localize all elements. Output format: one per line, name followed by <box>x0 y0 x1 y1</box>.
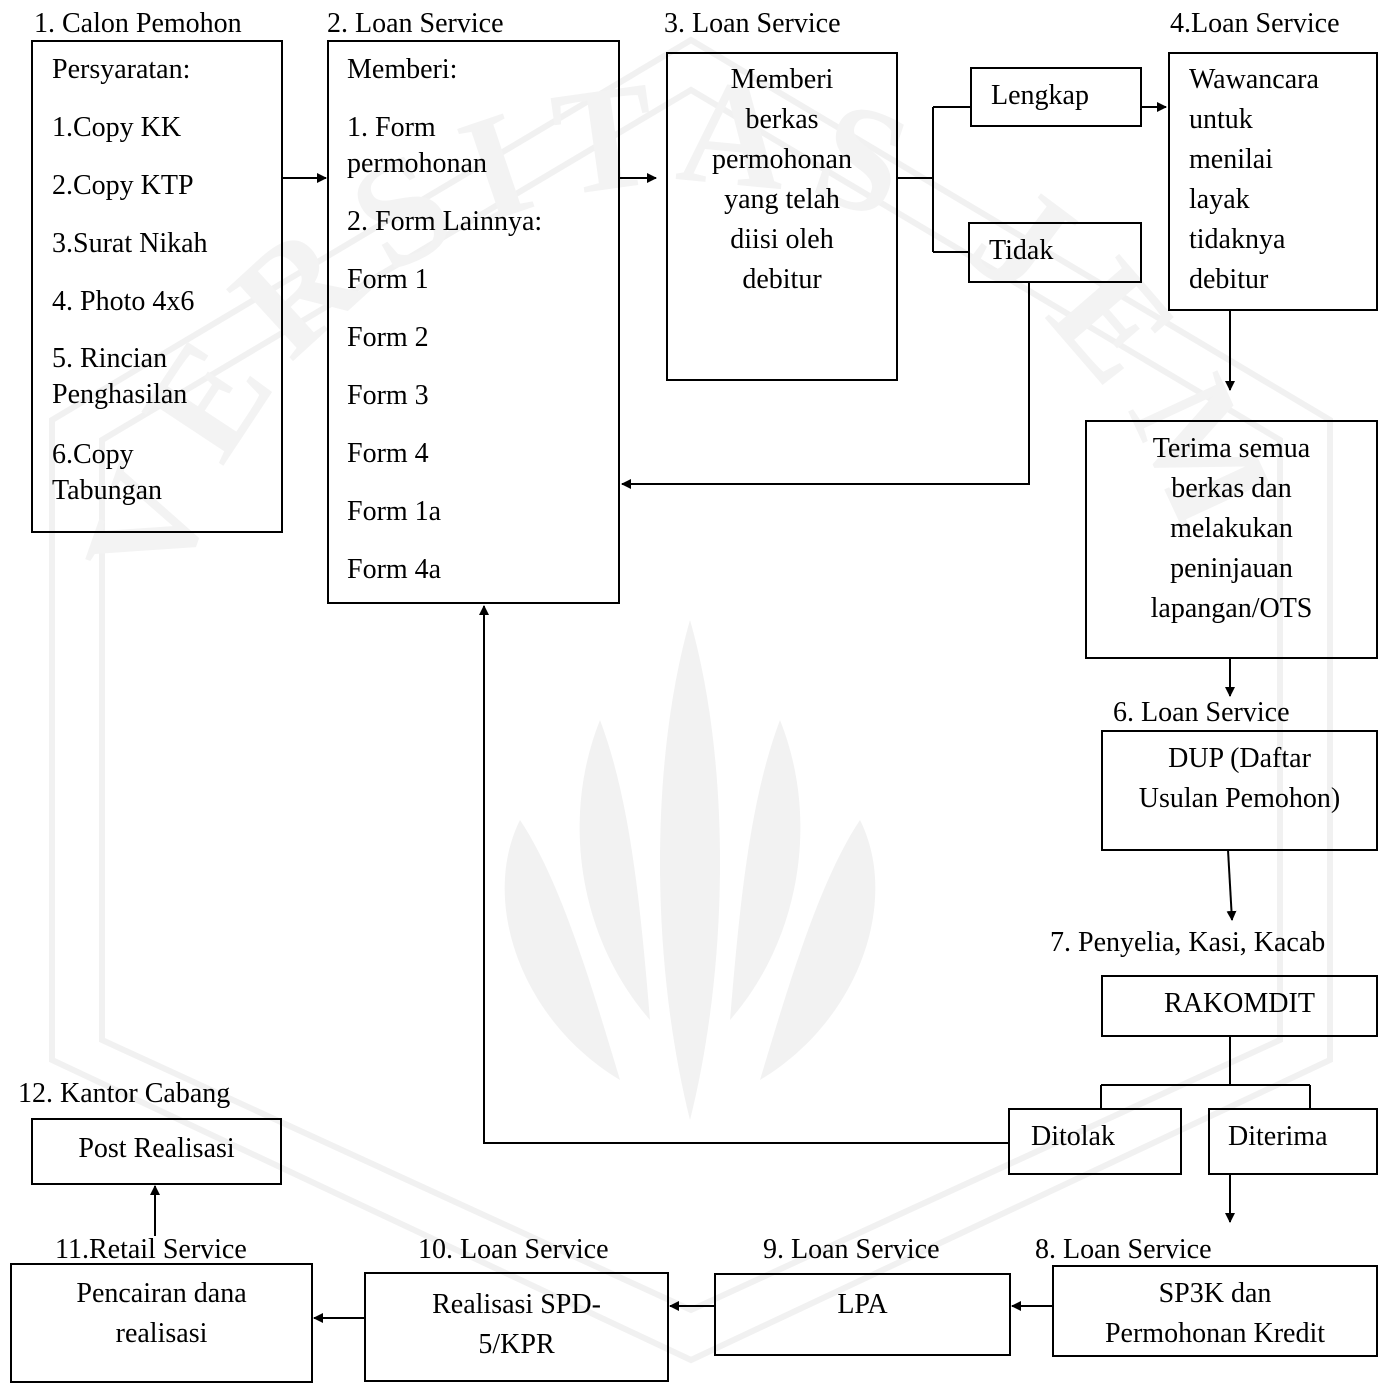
step2-item: Form 1 <box>347 264 429 295</box>
step2-heading: 2. Loan Service <box>327 8 504 39</box>
step6-heading: 6. Loan Service <box>1113 697 1290 728</box>
step8-heading: 8. Loan Service <box>1035 1234 1212 1265</box>
step9-box <box>714 1273 1011 1356</box>
arrow-ditolak-to-2 <box>479 605 1008 1144</box>
step11-heading: 11.Retail Service <box>55 1234 247 1265</box>
step12-heading: 12. Kantor Cabang <box>18 1078 231 1109</box>
step7-heading: 7. Penyelia, Kasi, Kacab <box>1050 927 1326 958</box>
decision-lengkap-label: Lengkap <box>991 80 1089 111</box>
step3-heading: 3. Loan Service <box>664 8 841 39</box>
arrow-6-to-7 <box>1226 849 1237 921</box>
step3-text: Memberi berkas permohonan yang telah dii… <box>712 64 852 295</box>
step10-heading: 10. Loan Service <box>418 1234 609 1265</box>
step6-text: DUP (Daftar Usulan Pemohon) <box>1138 743 1341 814</box>
step3-box <box>666 52 898 381</box>
step4-heading: 4.Loan Service <box>1170 8 1340 39</box>
step1-heading: 1. Calon Pemohon <box>34 8 242 39</box>
branch-3 <box>897 106 970 253</box>
step2-item: 1. Form permohonan <box>347 112 487 179</box>
decision-ditolak-label: Ditolak <box>1031 1121 1115 1152</box>
step1-item: 1.Copy KK <box>52 112 182 143</box>
step10-text: Realisasi SPD- 5/KPR <box>432 1289 601 1360</box>
step1-item: 6.Copy Tabungan <box>52 439 163 506</box>
step2-item: Form 4a <box>347 554 442 585</box>
decision-lengkap-box <box>970 67 1142 127</box>
decision-ditolak-box <box>1008 1108 1182 1175</box>
step2-item: Form 3 <box>347 380 429 411</box>
decision-tidak-box <box>968 222 1142 283</box>
step4-box <box>1168 52 1378 311</box>
decision-diterima-label: Diterima <box>1228 1121 1328 1152</box>
step12-text: Post Realisasi <box>78 1133 235 1164</box>
step1-item: 4. Photo 4x6 <box>52 286 195 317</box>
step11-text: Pencairan dana realisasi <box>76 1278 247 1349</box>
step2-title: Memberi: <box>347 54 458 85</box>
step4-text: Wawancara untuk menilai layak tidaknya d… <box>1189 64 1319 295</box>
step7-box <box>1101 975 1378 1037</box>
step9-heading: 9. Loan Service <box>763 1234 940 1265</box>
step2-box <box>327 40 620 604</box>
step5-text: Terima semua berkas dan melakukan peninj… <box>1150 433 1313 624</box>
step2-item: 2. Form Lainnya: <box>347 206 543 237</box>
step2-item: Form 1a <box>347 496 442 527</box>
decision-diterima-box <box>1208 1108 1378 1175</box>
step8-text: SP3K dan Permohonan Kredit <box>1104 1278 1326 1349</box>
step1-box <box>31 40 283 533</box>
step1-item: 3.Surat Nikah <box>52 228 208 259</box>
step8-box <box>1052 1265 1378 1357</box>
arrow-tidak-to-2 <box>621 282 1030 489</box>
step9-text: LPA <box>837 1289 888 1320</box>
step1-title: Persyaratan: <box>52 54 191 85</box>
step1-item: 2.Copy KTP <box>52 170 194 201</box>
branch-7 <box>1100 1036 1311 1108</box>
step6-box <box>1101 730 1378 851</box>
step1-item: 5. Rincian Penghasilan <box>52 343 188 410</box>
step2-item: Form 2 <box>347 322 429 353</box>
decision-tidak-label: Tidak <box>989 235 1054 266</box>
step5-box <box>1085 420 1378 659</box>
step2-item: Form 4 <box>347 438 429 469</box>
step12-box <box>31 1118 282 1185</box>
step7-text: RAKOMDIT <box>1164 988 1315 1019</box>
